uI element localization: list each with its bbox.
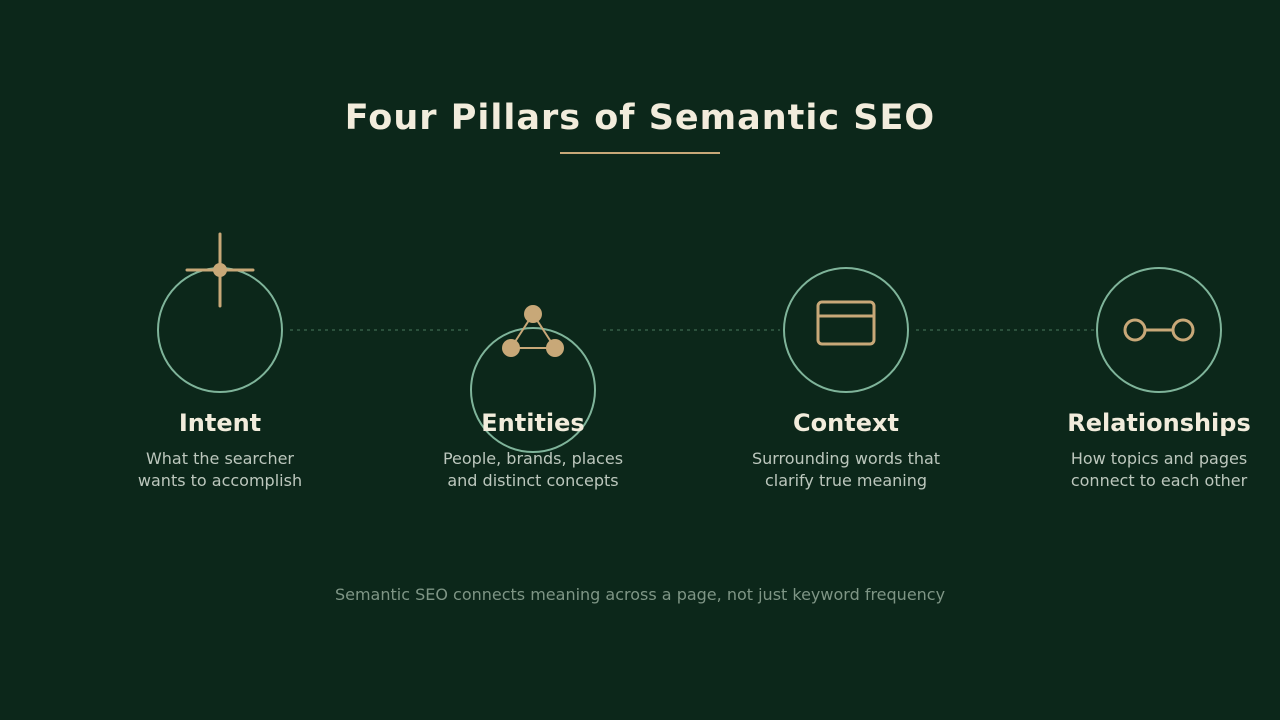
description-line: wants to accomplish [137,471,303,490]
description-line: connect to each other [1070,471,1248,490]
pillar-description-relationships: How topics and pages connect to each oth… [1029,448,1280,492]
link-nodes-icon [1123,318,1195,342]
context-circle [783,267,909,393]
description-line: and distinct concepts [447,471,619,490]
pillar-description-context: Surrounding words that clarify true mean… [716,448,976,492]
description-line: What the searcher [145,449,295,468]
pillar-description-intent: What the searcher wants to accomplish [90,448,350,492]
description-line: Surrounding words that [751,449,941,468]
crosshair-star-icon [185,232,255,308]
pillar-name-intent: Intent [178,409,262,437]
triangle-network-icon [502,305,564,357]
description-line: How topics and pages [1070,449,1248,468]
description-line: People, brands, places [442,449,624,468]
pillar-name-relationships: Relationships [1067,409,1251,437]
slide-title: Four Pillars of Semantic SEO [344,98,936,138]
relationships-circle [1096,267,1222,393]
description-line: clarify true meaning [764,471,927,490]
window-card-icon [816,300,876,346]
entities-circle [470,327,596,453]
footer-caption: Semantic SEO connects meaning across a p… [334,585,946,604]
title-underline [560,152,720,154]
pillar-description-entities: People, brands, places and distinct conc… [403,448,663,492]
pillar-name-context: Context [793,409,899,437]
pillar-name-entities: Entities [481,409,585,437]
